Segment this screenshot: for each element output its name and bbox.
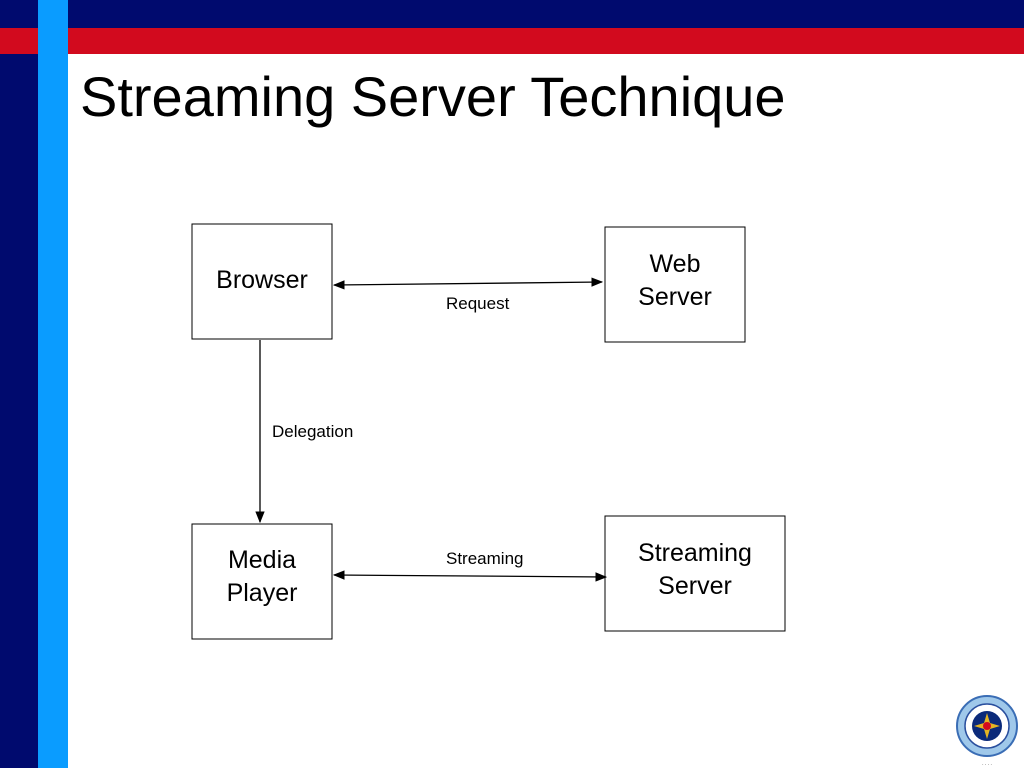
seal-caption: . . . .: [982, 761, 992, 767]
university-seal-logo: . . . .: [956, 695, 1018, 767]
browser-box: [191, 223, 333, 340]
corner-navy: [0, 0, 38, 28]
streaming-arrow: [332, 570, 608, 582]
left-blue-stripe: [38, 0, 68, 768]
streaming-edge-label: Streaming: [446, 549, 524, 568]
left-navy-stripe: [0, 0, 38, 768]
slide-title: Streaming Server Technique: [80, 65, 786, 128]
streaming-server-node-label: Streaming Server: [638, 539, 752, 600]
web-server-box: [604, 226, 746, 343]
request-arrow: [332, 277, 604, 290]
corner-blue: [38, 0, 68, 54]
delegation-edge-label: Delegation: [272, 422, 354, 441]
top-red-band: [0, 28, 1024, 54]
media-player-box: [191, 523, 333, 640]
streaming-server-box: [604, 515, 786, 632]
web-server-node-label: Web Server: [638, 250, 712, 311]
request-edge-label: Request: [446, 294, 510, 313]
media-player-node-label: Media Player: [226, 546, 298, 607]
browser-node-label: Browser: [216, 266, 308, 294]
top-navy-band: [0, 0, 1024, 28]
